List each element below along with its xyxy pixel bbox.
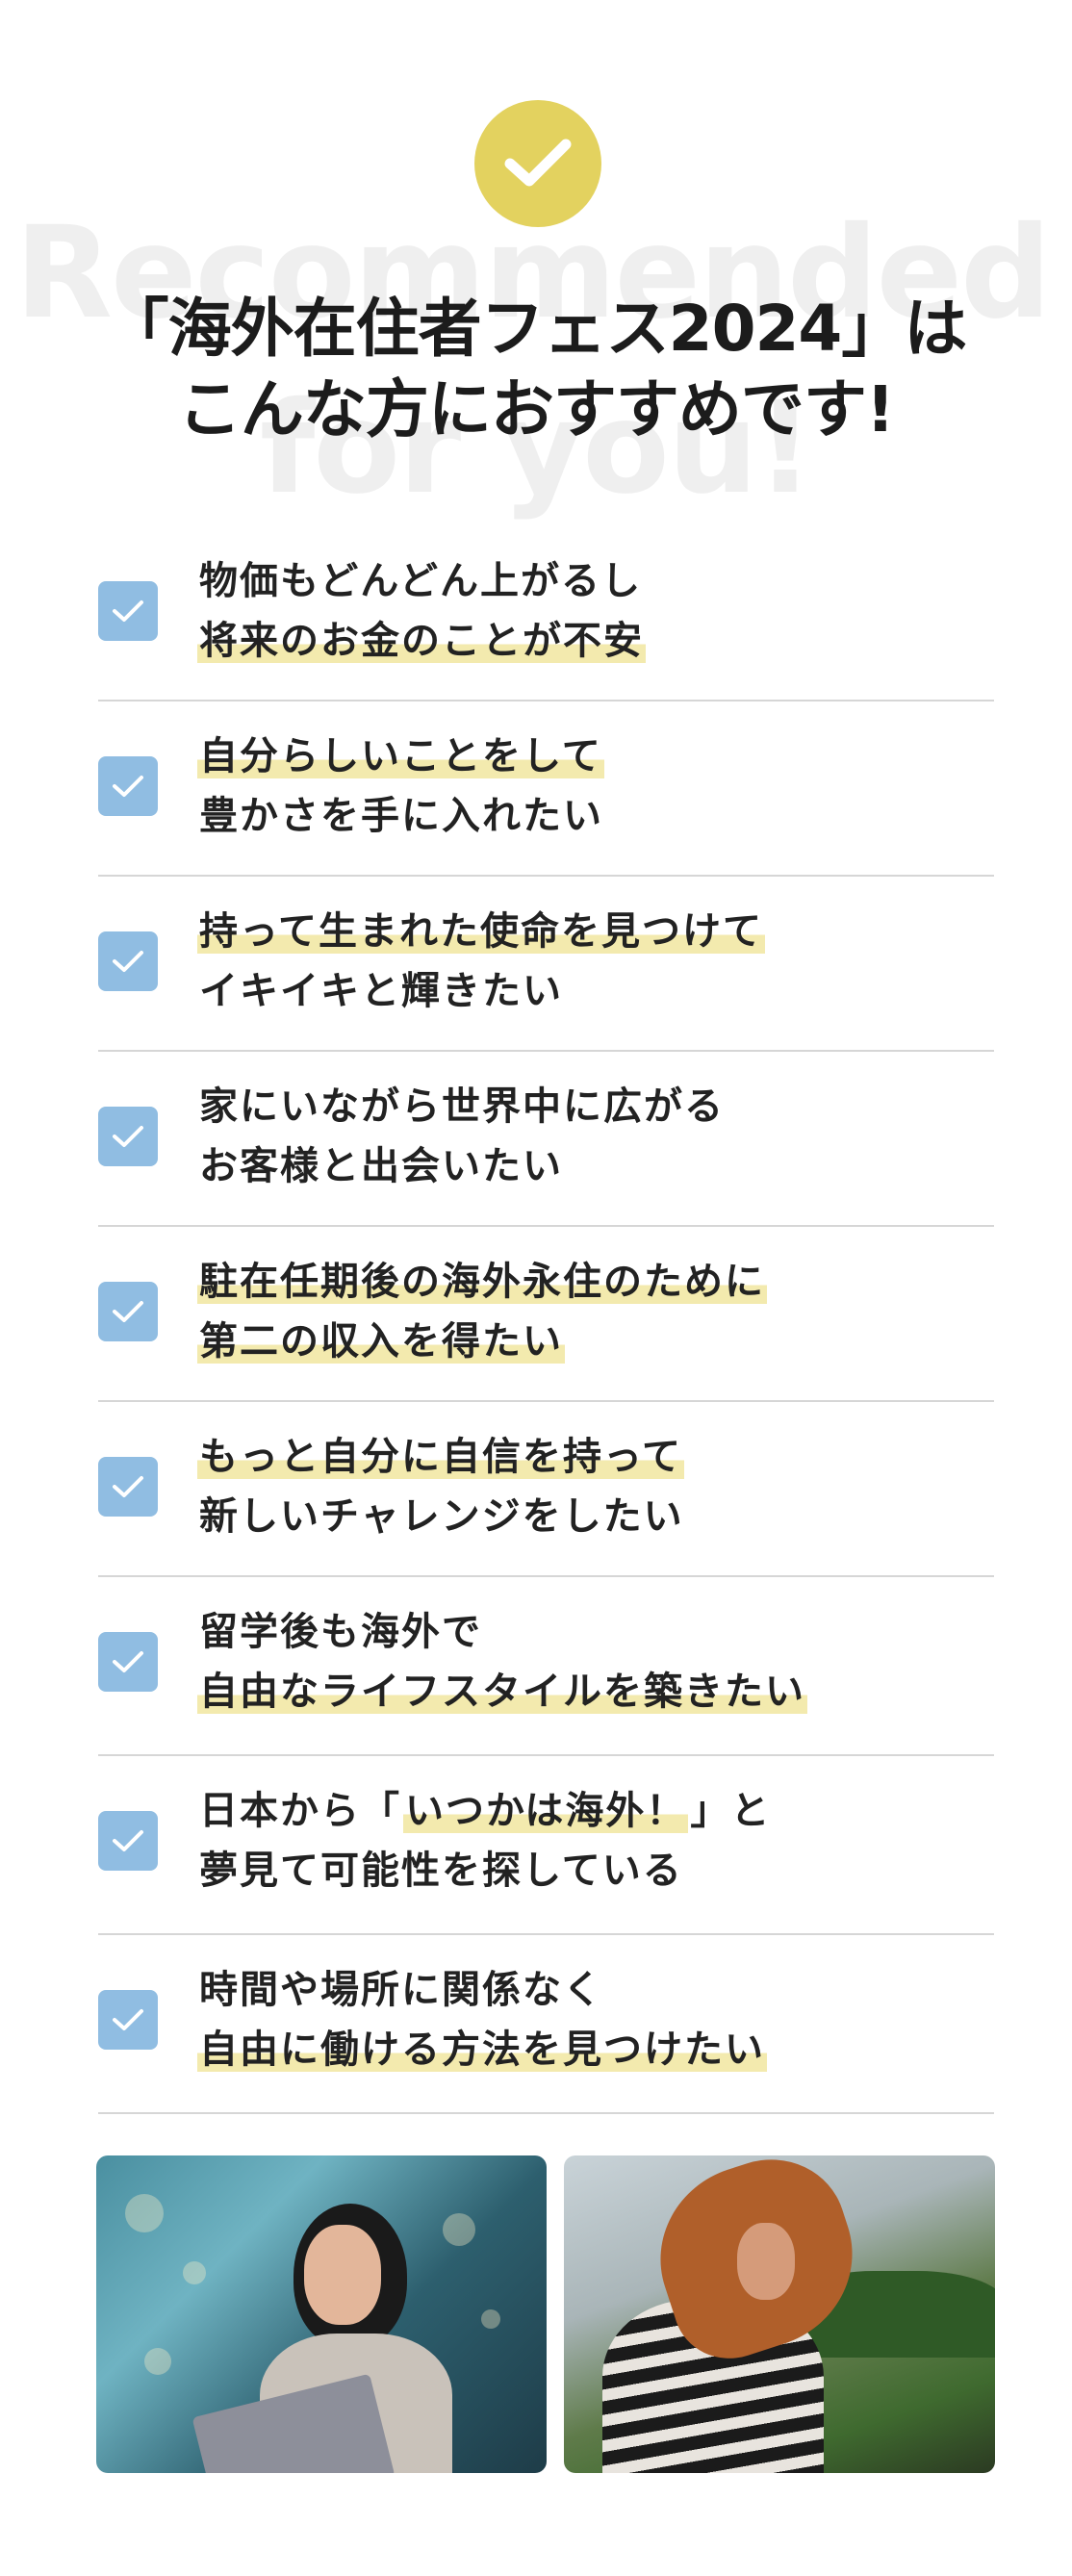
checkbox-checked-icon: [98, 756, 158, 816]
item-text-line2: 豊かさを手に入れたい: [199, 794, 603, 838]
check-badge: [474, 100, 601, 227]
checkbox-checked-icon: [98, 1282, 158, 1341]
checkbox-checked-icon: [98, 1632, 158, 1692]
list-item: 自分らしいことをして 豊かさを手に入れたい: [98, 701, 994, 877]
check-icon: [504, 139, 572, 187]
background-title-for-you: for you!: [259, 374, 814, 523]
list-item: 留学後も海外で 自由なライフスタイルを築きたい: [98, 1577, 994, 1756]
photo-row: [96, 2155, 995, 2473]
list-item: 家にいながら世界中に広がる お客様と出会いたい: [98, 1052, 994, 1227]
recommendation-list: 物価もどんどん上がるし 将来のお金のことが不安 自分らしいことをして 豊かさを手…: [98, 526, 994, 2114]
checkbox-checked-icon: [98, 581, 158, 641]
list-item: 日本から「いつかは海外！」と 夢見て可能性を探している: [98, 1756, 994, 1935]
checkbox-checked-icon: [98, 931, 158, 991]
item-text-line1-suffix: 」と: [690, 1789, 772, 1833]
item-text-line2: お客様と出会いたい: [199, 1144, 563, 1188]
photo-woman-on-train: [564, 2155, 995, 2473]
photo-woman-with-laptop: [96, 2155, 547, 2473]
checkbox-checked-icon: [98, 1990, 158, 2050]
checkbox-checked-icon: [98, 1811, 158, 1871]
item-text-line1: 駐在任期後の海外永住のために: [197, 1260, 767, 1304]
item-text-line1: 物価もどんどん上がるし: [199, 559, 642, 603]
item-text-line2: 夢見て可能性を探している: [199, 1849, 683, 1893]
item-text-line1: 自分らしいことをして: [197, 734, 604, 778]
item-text-line1-prefix: 日本から「: [199, 1789, 401, 1833]
item-text-line2: 新しいチャレンジをしたい: [199, 1494, 684, 1539]
page-title: 「海外在住者フェス2024」は こんな方におすすめです!: [0, 289, 1072, 450]
list-item: 物価もどんどん上がるし 将来のお金のことが不安: [98, 526, 994, 701]
list-item: 駐在任期後の海外永住のために 第二の収入を得たい: [98, 1227, 994, 1402]
item-text-line1: もっと自分に自信を持って: [197, 1435, 684, 1479]
item-text-line2: イキイキと輝きたい: [199, 969, 563, 1013]
checkbox-checked-icon: [98, 1107, 158, 1166]
item-text-line1: 家にいながら世界中に広がる: [199, 1084, 725, 1129]
item-text-line1: 持って生まれた使命を見つけて: [197, 909, 765, 954]
item-text-line2: 自由なライフスタイルを築きたい: [197, 1670, 807, 1714]
item-text-line2: 将来のお金のことが不安: [197, 619, 646, 663]
page-title-line2: こんな方におすすめです!: [177, 372, 895, 446]
list-item: もっと自分に自信を持って 新しいチャレンジをしたい: [98, 1402, 994, 1577]
item-text-line2: 自由に働ける方法を見つけたい: [197, 2028, 767, 2072]
item-text-line1-highlight: いつかは海外！: [403, 1789, 689, 1833]
item-text-line1: 留学後も海外で: [199, 1610, 482, 1654]
item-text-line2: 第二の収入を得たい: [197, 1319, 565, 1364]
checkbox-checked-icon: [98, 1457, 158, 1517]
list-item: 持って生まれた使命を見つけて イキイキと輝きたい: [98, 877, 994, 1052]
page-title-line1: 「海外在住者フェス2024」は: [105, 292, 968, 366]
background-title-recommended: Recommended: [14, 199, 1051, 347]
list-item: 時間や場所に関係なく 自由に働ける方法を見つけたい: [98, 1935, 994, 2114]
item-text-line1: 時間や場所に関係なく: [199, 1968, 603, 2012]
